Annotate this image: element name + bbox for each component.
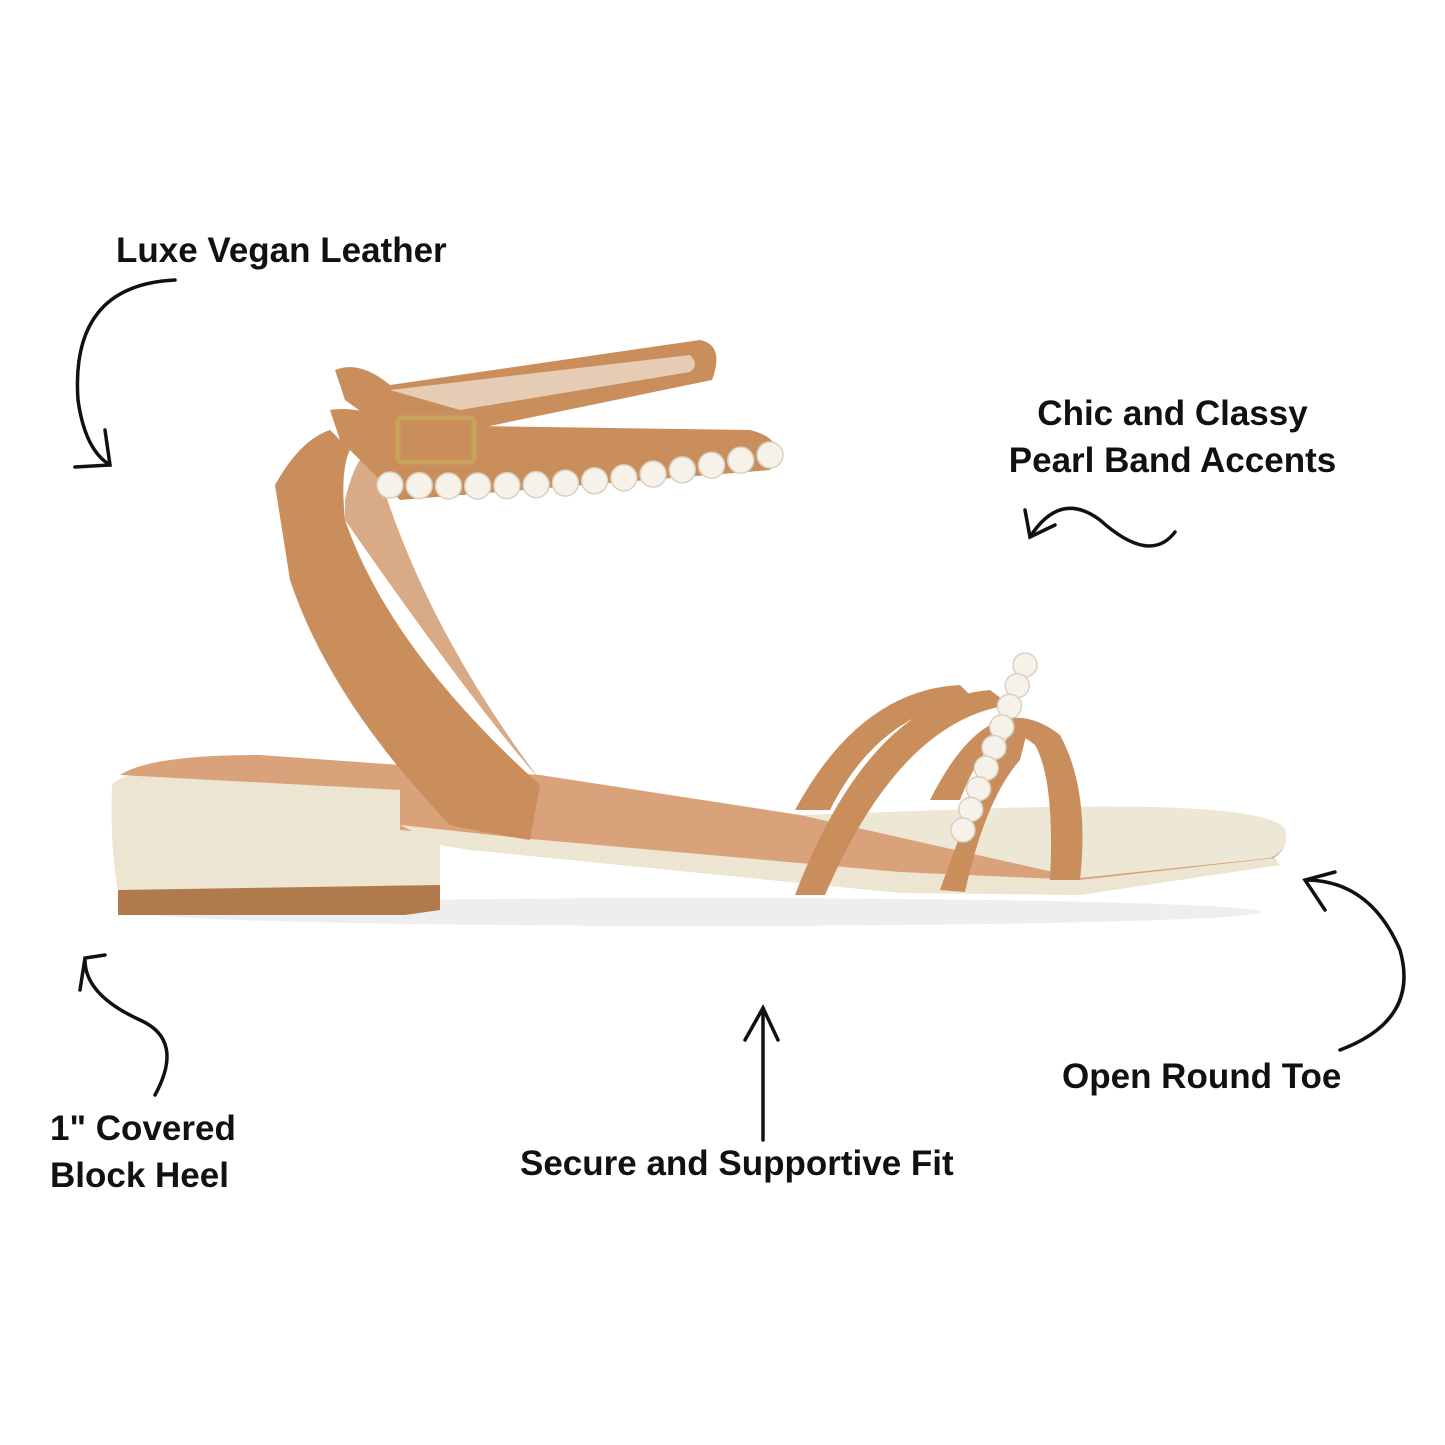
heel-strap-inner	[345, 455, 540, 780]
forefoot-jute	[800, 806, 1286, 878]
arrow-heel	[78, 953, 169, 1097]
heel-wrap	[111, 770, 440, 890]
pearl-band	[376, 441, 1038, 843]
callout-fit: Secure and Supportive Fit	[520, 1144, 954, 1183]
arrow-toe	[1302, 870, 1406, 1052]
callout-heel-line2: Block Heel	[50, 1156, 229, 1195]
callout-pearl-line1: Chic and Classy	[1037, 394, 1308, 433]
pearl	[727, 446, 755, 474]
ankle-strap-lining	[390, 355, 695, 410]
toe-strap-4	[940, 720, 1030, 892]
toe-strap-2	[795, 690, 1010, 895]
pearl	[950, 817, 976, 843]
callout-pearl-line2: Pearl Band Accents	[1008, 441, 1337, 480]
buckle-icon	[395, 415, 477, 465]
platform-jute	[400, 825, 1280, 895]
pearl	[756, 441, 784, 469]
pearl	[493, 471, 521, 500]
pearl	[668, 456, 697, 484]
callout-heel: 1" Covered Block Heel	[50, 1105, 236, 1199]
pearl	[610, 464, 638, 492]
callout-heel-line1: 1" Covered	[50, 1109, 236, 1148]
pearl	[376, 471, 404, 499]
pearl	[551, 469, 580, 497]
arrow-vegan-leather	[73, 278, 177, 469]
callout-vegan-leather: Luxe Vegan Leather	[116, 231, 447, 270]
pearl	[639, 460, 667, 488]
pearl	[697, 451, 726, 479]
pearl	[522, 470, 550, 499]
pearl	[580, 467, 609, 495]
pearl	[463, 472, 492, 500]
toe-strap-3	[930, 717, 1083, 880]
heel-strap	[275, 430, 540, 840]
pearl	[434, 472, 463, 500]
callout-toe: Open Round Toe	[1062, 1057, 1342, 1096]
callout-pearl: Chic and Classy Pearl Band Accents	[985, 390, 1360, 484]
pearl	[405, 471, 433, 500]
arrow-fit	[743, 1004, 780, 1142]
arrow-pearl	[1023, 506, 1177, 548]
toe-strap-1	[795, 685, 975, 810]
